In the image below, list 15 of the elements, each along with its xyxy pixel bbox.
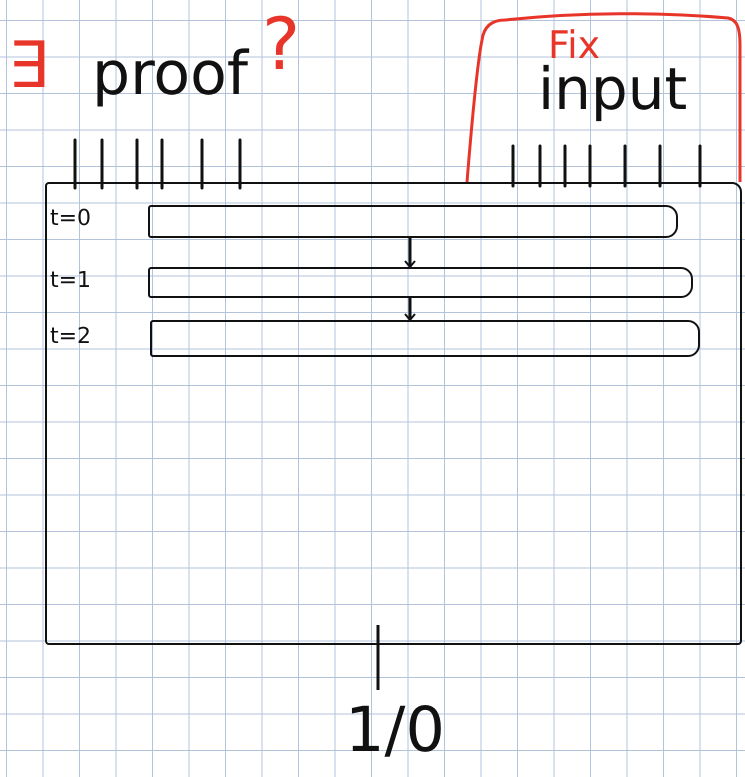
row-bar: [150, 320, 700, 357]
circuit-box: [45, 182, 742, 645]
exists-symbol: ∃: [8, 34, 48, 98]
time-step-label: t=0: [50, 208, 92, 230]
time-step-label: t=1: [50, 270, 92, 292]
row-bar: [148, 267, 693, 298]
time-step-label: t=2: [50, 326, 92, 348]
annotation-text: Fix: [548, 26, 600, 64]
row-bar: [148, 205, 678, 238]
arrow: [404, 298, 416, 321]
output-wire: [376, 625, 380, 690]
arrow: [404, 238, 416, 268]
question-mark: ?: [262, 8, 300, 80]
output-label: 1/0: [325, 690, 465, 770]
heading-text: proof: [92, 44, 248, 104]
